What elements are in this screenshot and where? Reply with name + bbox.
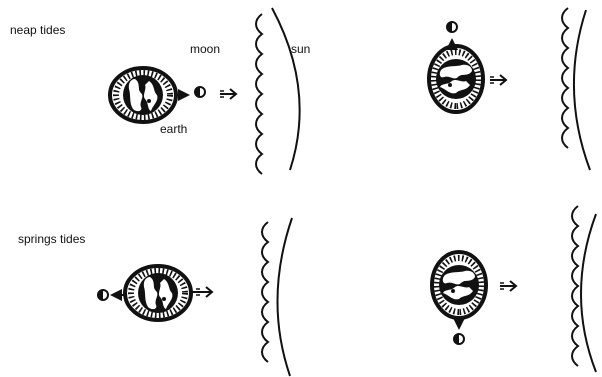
sun-edge-icon (562, 8, 568, 148)
spring-panel-1 (97, 218, 292, 376)
earth-icon (110, 68, 176, 122)
moon-icon (453, 333, 465, 345)
sun-edge-icon (256, 14, 262, 174)
sun-edge-icon (572, 206, 578, 366)
sun-direction-arrow-icon (500, 281, 516, 291)
moon-icon (97, 289, 109, 301)
earth-icon (429, 46, 483, 112)
neap-panel-1 (110, 8, 300, 174)
spring-panel-2 (432, 206, 596, 372)
sun-edge-icon (262, 222, 268, 362)
neap-panel-2 (429, 8, 590, 170)
moon-icon (194, 86, 206, 98)
sun-direction-arrow-icon (196, 287, 212, 297)
sun-direction-arrow-icon (220, 89, 236, 99)
moon-icon (446, 21, 458, 33)
sun-direction-arrow-icon (490, 75, 506, 85)
earth-icon (432, 252, 486, 318)
earth-icon (125, 266, 191, 320)
